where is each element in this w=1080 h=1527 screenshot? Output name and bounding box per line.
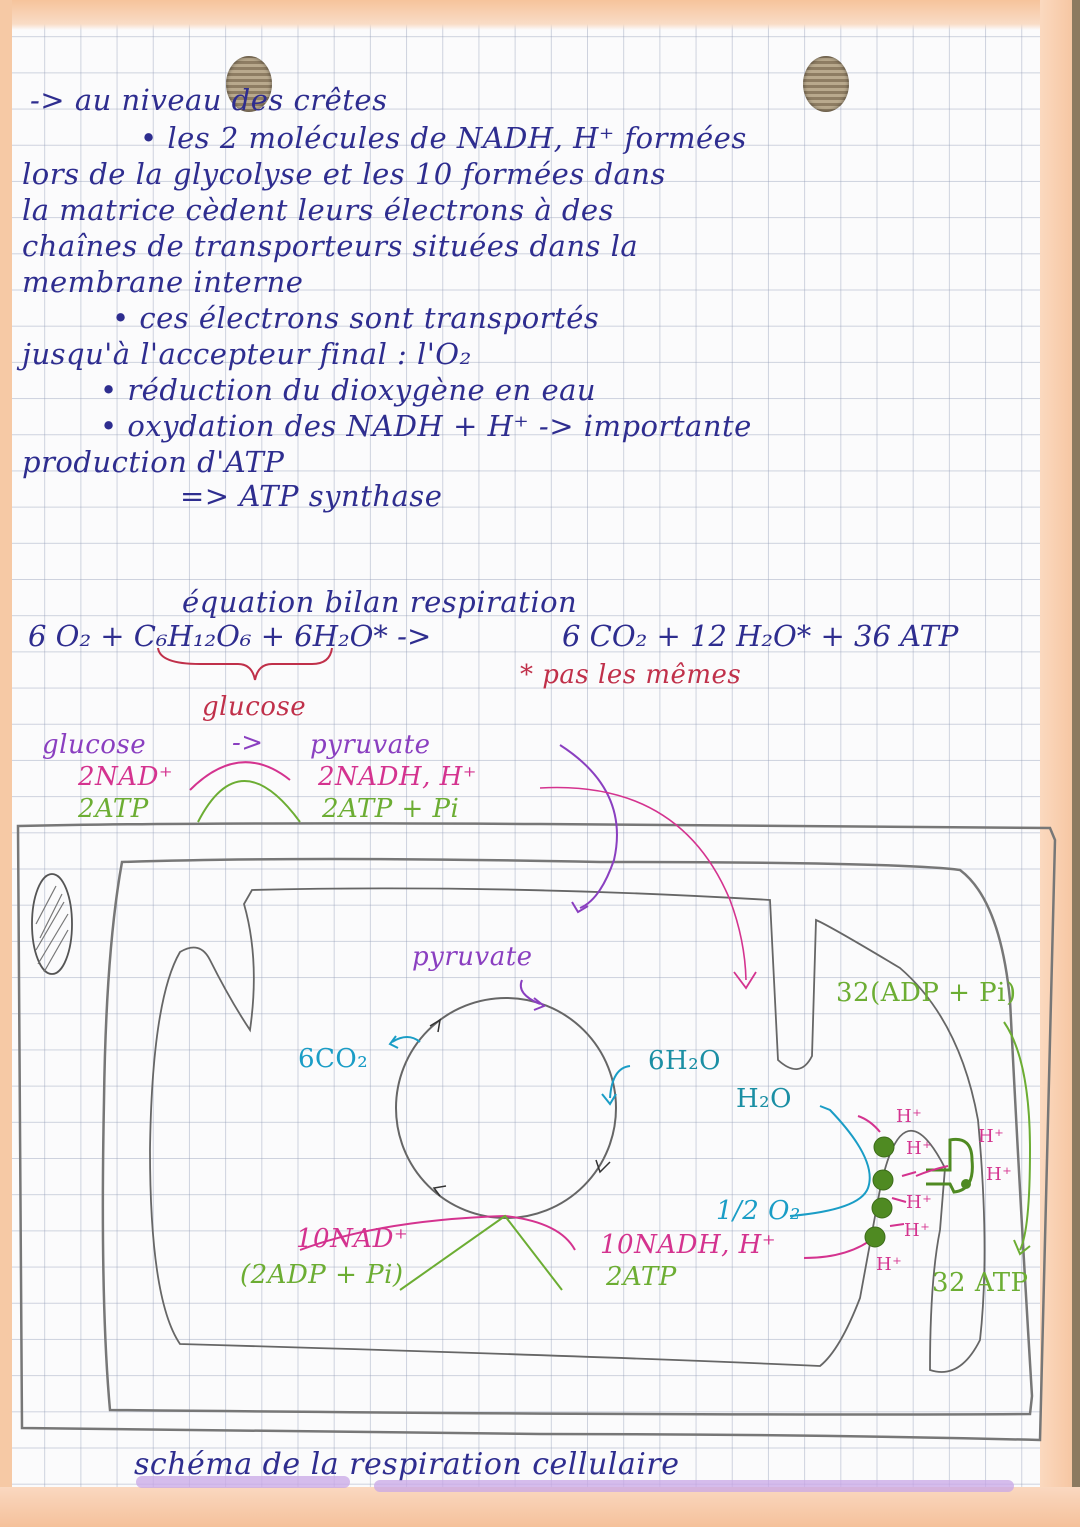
proton-label: H⁺ bbox=[896, 1106, 923, 1127]
krebs-h2o: 6H₂O bbox=[648, 1046, 721, 1076]
notes-line: production d'ATP bbox=[22, 445, 285, 479]
equation-footnote: * pas les mêmes bbox=[520, 660, 742, 690]
glycolysis-pyruvate: pyruvate bbox=[310, 730, 431, 760]
notes-line: chaînes de transporteurs situées dans la bbox=[22, 229, 639, 263]
caption-highlight bbox=[374, 1480, 1014, 1492]
paper-bottom-margin bbox=[0, 1487, 1080, 1527]
proton-label: H⁺ bbox=[904, 1220, 931, 1241]
notes-line: • réduction du dioxygène en eau bbox=[100, 373, 597, 407]
glycolysis-glucose: glucose bbox=[42, 730, 147, 760]
equation-title: équation bilan respiration bbox=[182, 585, 578, 619]
krebs-adp-input: (2ADP + Pi) bbox=[240, 1260, 404, 1290]
notes-line: la matrice cèdent leurs électrons à des bbox=[22, 193, 614, 227]
equation-left: 6 O₂ + C₆H₁₂O₆ + 6H₂O* -> bbox=[28, 619, 432, 653]
caption-highlight bbox=[136, 1476, 350, 1488]
notes-heading: -> au niveau des crêtes bbox=[30, 83, 388, 117]
chain-adp-input: 32(ADP + Pi) bbox=[836, 978, 1017, 1008]
paper-right-margin bbox=[1040, 0, 1080, 1527]
chain-atp-output: 32 ATP bbox=[932, 1268, 1029, 1298]
punch-hole-right bbox=[803, 56, 849, 112]
punch-hole-left bbox=[226, 56, 272, 112]
paper-left-margin bbox=[0, 0, 12, 1527]
chain-h2o: H₂O bbox=[736, 1084, 792, 1114]
glycolysis-nad-input: 2NAD⁺ bbox=[78, 762, 174, 792]
notes-line: => ATP synthase bbox=[180, 479, 443, 513]
notes-line: • ces électrons sont transportés bbox=[112, 301, 600, 335]
krebs-atp-output: 2ATP bbox=[606, 1262, 677, 1292]
krebs-co2: 6CO₂ bbox=[298, 1044, 369, 1074]
notes-line: • oxydation des NADH + H⁺ -> importante bbox=[100, 409, 752, 443]
proton-label: H⁺ bbox=[978, 1126, 1005, 1147]
krebs-nad-input: 10NAD⁺ bbox=[296, 1224, 409, 1254]
notes-line: membrane interne bbox=[22, 265, 304, 299]
equation-right: 6 CO₂ + 12 H₂O* + 36 ATP bbox=[562, 619, 959, 653]
notes-line: jusqu'à l'accepteur final : l'O₂ bbox=[22, 337, 472, 371]
glycolysis-nadh-output: 2NADH, H⁺ bbox=[318, 762, 478, 792]
proton-label: H⁺ bbox=[906, 1138, 933, 1159]
notes-line: • les 2 molécules de NADH, H⁺ formées bbox=[140, 121, 747, 155]
glycolysis-atp-input: 2ATP bbox=[78, 794, 149, 824]
glycolysis-arrow: -> bbox=[232, 728, 264, 758]
chain-o2: 1/2 O₂ bbox=[716, 1196, 801, 1226]
proton-label: H⁺ bbox=[986, 1164, 1013, 1185]
paper-top-margin bbox=[0, 0, 1080, 30]
krebs-nadh-output: 10NADH, H⁺ bbox=[600, 1230, 777, 1260]
krebs-pyruvate: pyruvate bbox=[412, 942, 533, 972]
notes-line: lors de la glycolyse et les 10 formées d… bbox=[22, 157, 666, 191]
proton-label: H⁺ bbox=[906, 1192, 933, 1213]
glycolysis-atp-output: 2ATP + Pi bbox=[322, 794, 460, 824]
equation-brace-label: glucose bbox=[202, 692, 307, 722]
diagram-caption: schéma de la respiration cellulaire bbox=[134, 1447, 680, 1482]
proton-label: H⁺ bbox=[876, 1254, 903, 1275]
